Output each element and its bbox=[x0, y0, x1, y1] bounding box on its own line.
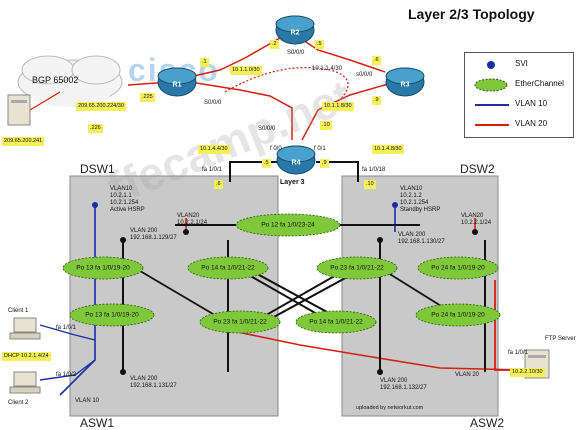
dsw1-uplink-host: .6 bbox=[214, 180, 223, 189]
router-r3-label: R3 bbox=[400, 81, 410, 89]
svi-dots bbox=[92, 202, 398, 208]
r3-r2-host: .6 bbox=[372, 56, 381, 65]
r1-r2-link bbox=[184, 37, 281, 79]
dsw2-asw2-block bbox=[341, 175, 499, 417]
r1-s0-label: S0/0/0 bbox=[204, 100, 222, 106]
r2-r3-host: .5 bbox=[315, 40, 324, 49]
r3-s0-label: s0/0/0 bbox=[356, 72, 373, 78]
po13-dsw-label: Po 13 fa 1/0/19-20 bbox=[76, 264, 130, 272]
r1-r2-net-tag: 10.1.1.0/30 bbox=[230, 66, 262, 75]
r2-r3-net: 10.1.1.4/30 bbox=[312, 66, 343, 72]
r2-r3-link bbox=[299, 37, 386, 73]
po13-asw-label: Po 13 fa 1/0/19-20 bbox=[85, 311, 139, 319]
router-r2-icon bbox=[275, 15, 315, 45]
r3-r4-net-tag: 10.1.1.8/30 bbox=[322, 102, 354, 111]
r4-dsw2-link bbox=[316, 161, 359, 182]
bgp-r1-host: .225 bbox=[140, 93, 155, 102]
po24-dsw-label: Po 24 fa 1/0/19-20 bbox=[431, 264, 485, 272]
asw2-vlan20-label: VLAN 20 bbox=[455, 372, 480, 378]
dashed-routing-path bbox=[224, 67, 349, 101]
client2-link bbox=[39, 359, 96, 381]
legend-vlan20: VLAN 20 bbox=[475, 119, 548, 128]
ftp-label: FTP Server bbox=[545, 336, 576, 342]
po24-asw-label: Po 24 fa 1/0/19-20 bbox=[431, 311, 485, 319]
po14-asw-label: Po 14 fa 1/0/21-22 bbox=[309, 318, 363, 326]
legend-vlan10: VLAN 10 bbox=[475, 99, 548, 108]
ftp-port: fa 1/0/1 bbox=[508, 350, 529, 356]
credit-text: uploaded by networkut.com bbox=[356, 405, 424, 411]
dsw1-asw1-block bbox=[69, 175, 279, 417]
dsw1-uplink-port: fa 1/0/1 bbox=[202, 167, 223, 173]
bgp-server-host: .226 bbox=[88, 124, 103, 133]
switch-port-dots bbox=[120, 229, 478, 375]
bgp-cloud bbox=[17, 55, 123, 107]
r4-dsw1-net-tag: 10.1.4.4/30 bbox=[198, 145, 230, 154]
client1-label: Client 1 bbox=[8, 308, 29, 314]
r4-f01-host: .9 bbox=[320, 159, 329, 168]
r1-r2-r1host: .1 bbox=[200, 58, 209, 67]
server-bgp-link bbox=[29, 91, 61, 111]
asw1-vlan10-label: VLAN 10 bbox=[75, 398, 100, 404]
r4-dsw2-net-tag: 10.1.4.8/30 bbox=[372, 145, 404, 154]
router-r1-label: R1 bbox=[172, 81, 182, 89]
asw2-label: ASW2 bbox=[470, 416, 505, 430]
po14-dsw-label: Po 14 fa 1/0/21-22 bbox=[201, 264, 255, 272]
r4-s0-label: S0/0/0 bbox=[258, 126, 276, 132]
client1-link bbox=[39, 324, 96, 341]
client2-port: fa 1/0/2 bbox=[56, 372, 77, 378]
bgp-server-ip: 209.65.200.241 bbox=[2, 137, 45, 146]
router-r2-label: R2 bbox=[290, 29, 300, 37]
page-title: Layer 2/3 Topology bbox=[408, 6, 535, 22]
router-r4-icon bbox=[276, 145, 316, 175]
po12-label: Po 12 fa 1/0/23-24 bbox=[261, 221, 315, 229]
r4-f00-host: .5 bbox=[262, 159, 271, 168]
po23-dsw-label: Po 23 fa 1/0/21-22 bbox=[330, 264, 384, 272]
etherchannel-ovals bbox=[62, 213, 501, 334]
layer3-label: Layer 3 bbox=[280, 179, 305, 186]
router-r4-label: R4 bbox=[291, 159, 301, 167]
bgp-net-tag: 209.65.200.224/30 bbox=[76, 102, 126, 111]
client2-icon bbox=[9, 371, 41, 394]
dhcp-tag: DHCP 10.2.1.4/24 bbox=[2, 352, 51, 361]
po23-asw-label: Po 23 fa 1/0/21-22 bbox=[213, 318, 267, 326]
r3-r4-host: .9 bbox=[372, 96, 381, 105]
router-r3-icon bbox=[385, 67, 425, 97]
router-icons bbox=[157, 15, 425, 175]
vlan20-cross-path bbox=[227, 329, 526, 371]
client2-label: Client 2 bbox=[8, 400, 29, 406]
ftp-ip-tag: 10.2.2.10/30 bbox=[510, 368, 545, 377]
r2-s0-label: S0/0/0 bbox=[287, 50, 305, 56]
asw1-label: ASW1 bbox=[80, 416, 115, 430]
client1-port: fa 1/0/1 bbox=[56, 325, 77, 331]
dsw2-uplink-host: .10 bbox=[364, 180, 376, 189]
legend-svi: SVI bbox=[465, 55, 573, 75]
dsw1-label: DSW1 bbox=[80, 162, 115, 176]
legend-etherchannel: EtherChannel bbox=[465, 75, 573, 95]
dsw2-label: DSW2 bbox=[460, 162, 495, 176]
bgp-server-icon bbox=[7, 94, 31, 126]
legend: SVI EtherChannel VLAN 10 VLAN 20 bbox=[464, 52, 574, 138]
router-r1-icon bbox=[157, 67, 197, 97]
bgp-label: BGP 65002 bbox=[32, 75, 79, 85]
r1-r4-link bbox=[189, 81, 293, 140]
r4-r3-host: .10 bbox=[320, 121, 332, 130]
r4-f01-label: f 0/1 bbox=[314, 146, 326, 152]
client1-icon bbox=[9, 317, 41, 340]
dsw2-uplink-port: fa 1/0/18 bbox=[362, 167, 386, 173]
r4-f00-label: f 0/0 bbox=[270, 146, 282, 152]
r1-r2-r2host: .2 bbox=[270, 40, 279, 49]
